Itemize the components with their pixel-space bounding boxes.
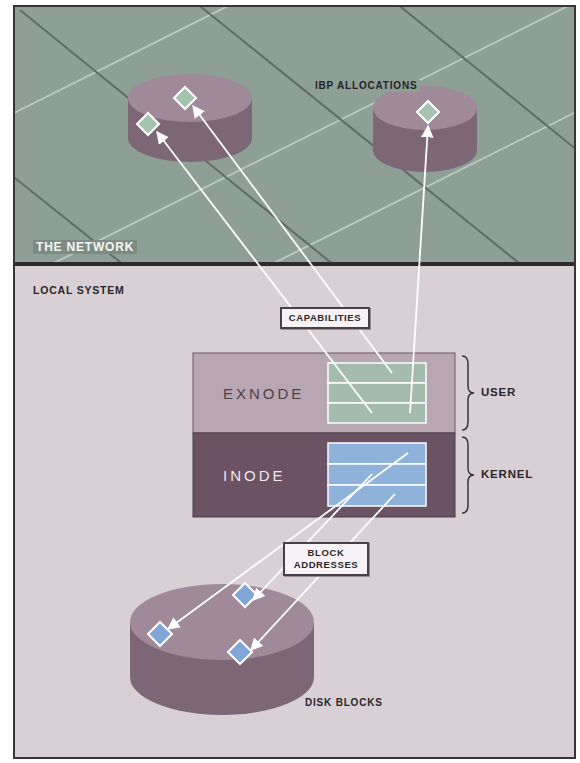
capability-arrows <box>157 106 428 413</box>
node-text: CAPABILITIES <box>289 312 361 324</box>
allocation-diamond <box>417 101 439 123</box>
disk-block-diamond <box>228 640 252 664</box>
grid-dark-lines <box>14 6 575 262</box>
inode-box: INODE <box>193 433 455 517</box>
network-grid <box>14 6 575 262</box>
exnode-box <box>193 353 455 433</box>
inode-box <box>193 433 455 517</box>
disk-block-diamond <box>233 583 257 607</box>
block-addresses-tag: BLOCK ADDRESSES <box>283 542 369 576</box>
capability-arrow <box>410 126 428 413</box>
cylinder-top <box>130 584 314 660</box>
panel-divider <box>14 262 575 266</box>
grid-light-lines <box>14 6 575 262</box>
network-cylinder <box>373 86 477 172</box>
capability-arrow <box>193 106 392 373</box>
allocation-diamond <box>174 87 196 109</box>
network-cylinder <box>128 74 252 162</box>
allocation-diamond <box>137 113 159 135</box>
kernel-brace <box>462 437 474 513</box>
layer-label: KERNEL <box>478 468 536 482</box>
layer-label: USER <box>478 386 519 400</box>
node-text: INODE <box>223 467 286 484</box>
table-row <box>328 464 426 485</box>
capabilities-tag: CAPABILITIES <box>280 307 370 329</box>
block-address-arrow <box>251 494 395 650</box>
disk-block-diamond <box>148 622 172 646</box>
grid-line <box>20 10 340 262</box>
user-brace <box>462 356 474 430</box>
grid-line <box>14 6 575 262</box>
capability-arrow <box>157 132 372 413</box>
node-text: EXNODE <box>223 385 304 402</box>
table-row <box>328 443 426 464</box>
node-text: BLOCK ADDRESSES <box>292 547 360 571</box>
local-panel <box>14 266 575 758</box>
outer-frame <box>14 6 575 758</box>
disk-cylinder <box>130 583 314 715</box>
grid-line <box>14 6 300 130</box>
cylinder-top <box>373 86 477 130</box>
panel-title: LOCAL SYSTEM <box>30 284 128 297</box>
table-row <box>328 485 426 506</box>
disk-label: DISK BLOCKS <box>302 697 386 709</box>
block-address-arrows <box>168 453 408 650</box>
inode-table <box>328 443 426 506</box>
block-address-arrow <box>168 453 408 629</box>
braces <box>462 356 474 513</box>
network-label: IBP ALLOCATIONS <box>312 80 420 92</box>
panel-title: THE NETWORK <box>33 240 137 254</box>
exnode-box: EXNODE <box>193 353 455 433</box>
